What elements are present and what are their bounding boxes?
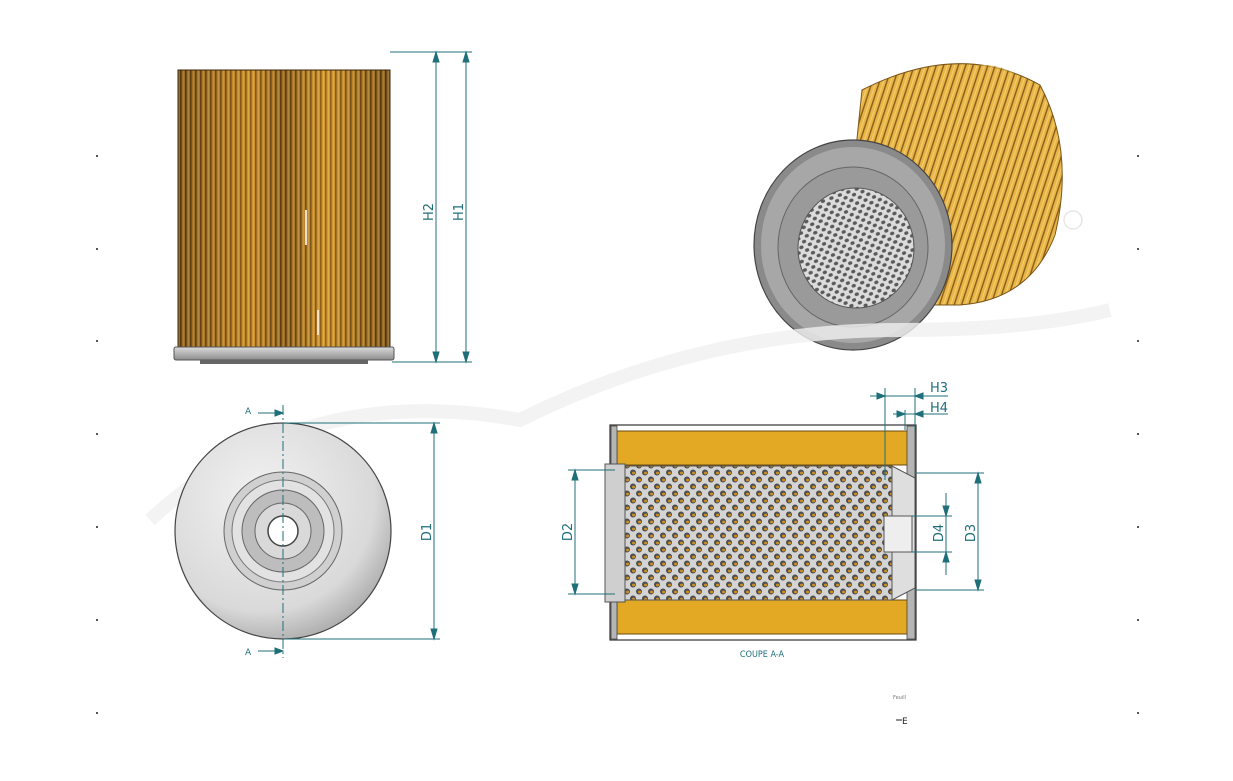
- section-view: [604, 424, 917, 641]
- bottom-end-cap: [173, 346, 395, 361]
- section-caption: COUPE A-A: [740, 650, 785, 660]
- dim-h3: H3: [930, 381, 948, 396]
- sheet-mark: E: [902, 717, 908, 727]
- d3-d4-dimensions: [912, 471, 984, 592]
- isometric-view: [753, 63, 1063, 351]
- section-markers: [258, 409, 285, 655]
- media-bottom: [616, 599, 915, 635]
- d1-dimension: [283, 421, 440, 641]
- media-top: [616, 430, 915, 466]
- dim-h2: H2: [422, 203, 437, 221]
- dim-h4: H4: [930, 401, 948, 416]
- dim-d1: D1: [420, 523, 435, 541]
- section-marker-top: A: [245, 407, 252, 417]
- front-view: [173, 69, 395, 364]
- end-view: [174, 405, 392, 658]
- dim-d3: D3: [964, 524, 979, 542]
- dim-d2: D2: [561, 523, 576, 541]
- height-dimensions: [390, 50, 472, 364]
- sheet-note: Feuill: [893, 695, 906, 701]
- d2-dimension: [568, 468, 615, 596]
- border-ticks: [96, 155, 1139, 714]
- section-marker-bottom: A: [245, 648, 252, 658]
- perforated-tube: [619, 465, 893, 601]
- dim-d4: D4: [932, 524, 947, 542]
- h3-h4-dimensions: [870, 388, 948, 480]
- dim-h1: H1: [452, 203, 467, 221]
